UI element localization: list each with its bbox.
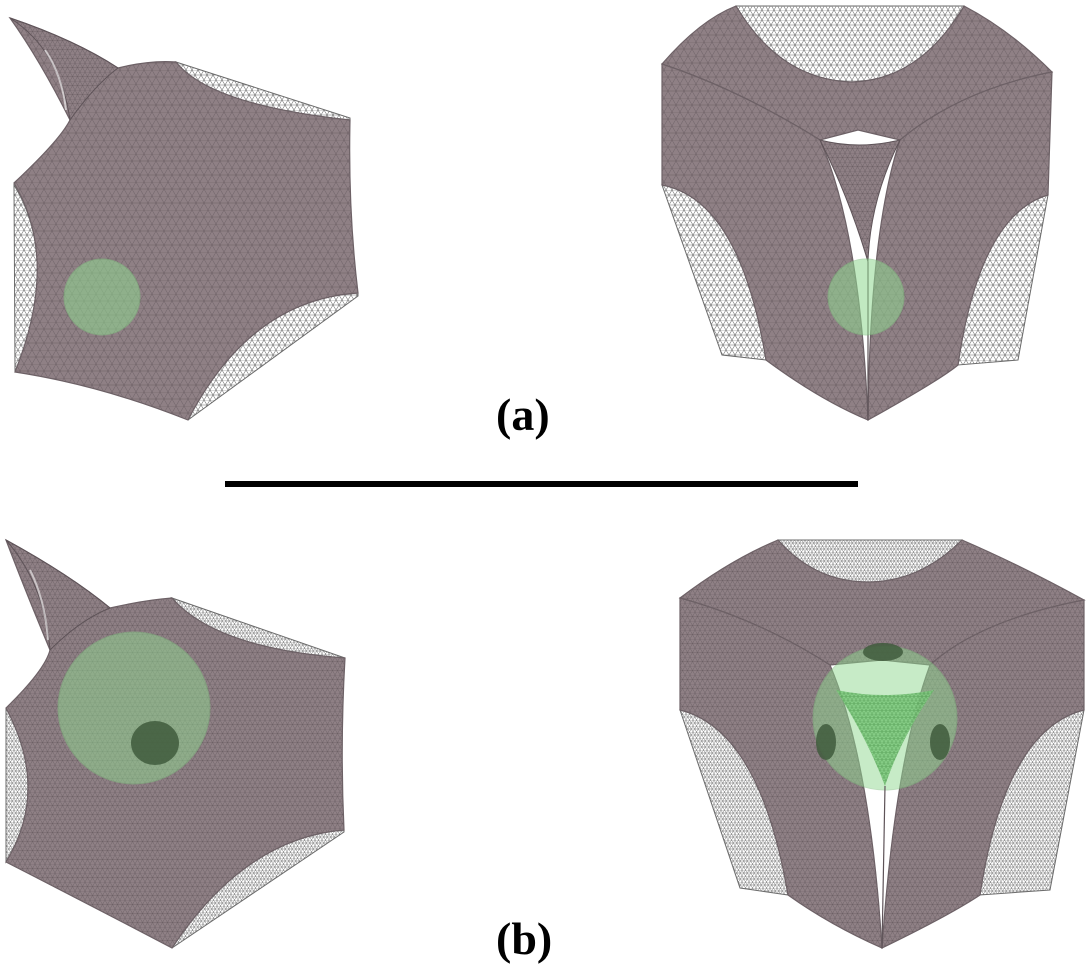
- sphere-contact-right: [930, 724, 950, 760]
- horn: [5, 539, 111, 652]
- sphere-contact-top: [863, 643, 903, 661]
- sphere-contact-left: [816, 724, 836, 760]
- panel-a-left: [8, 16, 359, 421]
- sphere: [827, 258, 905, 336]
- sphere: [63, 258, 141, 336]
- sphere: [57, 631, 211, 785]
- center-dimple: [819, 139, 901, 263]
- panel-b-right: [678, 539, 1086, 949]
- panel-label-b: (b): [496, 913, 553, 964]
- panel-label-a: (a): [496, 389, 550, 440]
- panel-a-right: [660, 5, 1054, 422]
- sphere-inner-triangle: [836, 690, 934, 786]
- sphere-contact-patch: [131, 721, 179, 765]
- panel-b-left: [4, 538, 346, 949]
